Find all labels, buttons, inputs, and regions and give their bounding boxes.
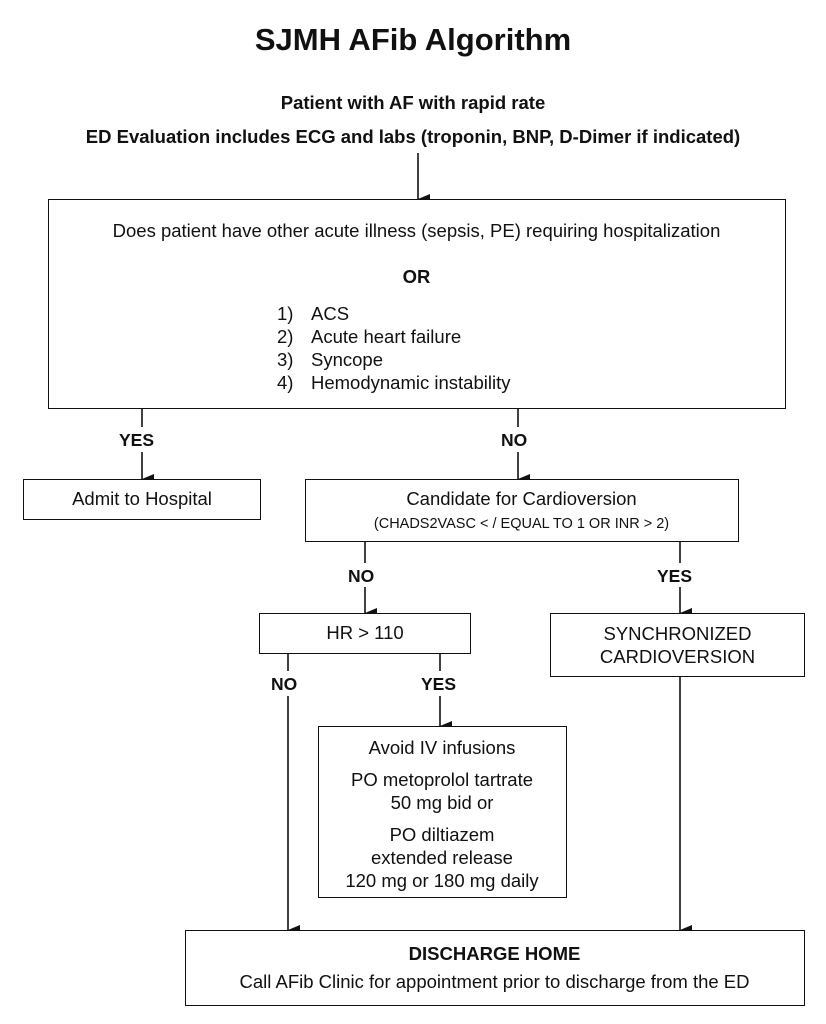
meds-line-3: 50 mg bid or	[390, 792, 494, 813]
meds-line-5: extended release	[371, 847, 513, 868]
list-item: 1)ACS	[277, 303, 350, 324]
list-item: 4)Hemodynamic instability	[277, 372, 511, 393]
page-title: SJMH AFib Algorithm	[254, 22, 572, 57]
criteria-list: 1)ACS 2)Acute heart failure 3)Syncope 4)…	[277, 302, 510, 394]
no-label-candidate: NO	[501, 430, 528, 450]
meds-line-6: 120 mg or 180 mg daily	[345, 870, 539, 891]
discharge-note: Call AFib Clinic for appointment prior t…	[239, 971, 750, 992]
admit-to-hospital-box: Admit to Hospital	[23, 479, 261, 520]
candidate-criteria: (CHADS2VASC < / EQUAL TO 1 OR INR > 2)	[373, 516, 670, 532]
yes-label-sync: YES	[657, 566, 693, 586]
question-text: Does patient have other acute illness (s…	[112, 220, 721, 241]
no-label-hr: NO	[348, 566, 375, 586]
medication-box: Avoid IV infusions PO metoprolol tartrat…	[318, 726, 567, 898]
no-label-discharge: NO	[271, 674, 298, 694]
sync-line-1: SYNCHRONIZED	[603, 623, 752, 644]
heart-rate-box: HR > 110	[259, 613, 471, 654]
subtitle-ed-evaluation: ED Evaluation includes ECG and labs (tro…	[85, 126, 741, 147]
yes-label-meds: YES	[421, 674, 457, 694]
yes-label-admit: YES	[119, 430, 155, 450]
discharge-title: DISCHARGE HOME	[408, 943, 581, 964]
meds-line-1: Avoid IV infusions	[368, 737, 516, 758]
list-item: 2)Acute heart failure	[277, 326, 462, 347]
synchronized-cardioversion-box: SYNCHRONIZED CARDIOVERSION	[550, 613, 805, 677]
sync-line-2: CARDIOVERSION	[599, 646, 756, 667]
meds-line-2: PO metoprolol tartrate	[351, 769, 533, 790]
or-label: OR	[402, 266, 431, 287]
subtitle-patient: Patient with AF with rapid rate	[280, 92, 546, 113]
cardioversion-candidate-box: Candidate for Cardioversion (CHADS2VASC …	[305, 479, 739, 542]
meds-line-4: PO diltiazem	[389, 824, 495, 845]
list-item: 3)Syncope	[277, 349, 383, 370]
discharge-home-box: DISCHARGE HOME Call AFib Clinic for appo…	[185, 930, 805, 1006]
acute-illness-question-box: Does patient have other acute illness (s…	[48, 199, 786, 409]
candidate-title: Candidate for Cardioversion	[406, 488, 637, 509]
